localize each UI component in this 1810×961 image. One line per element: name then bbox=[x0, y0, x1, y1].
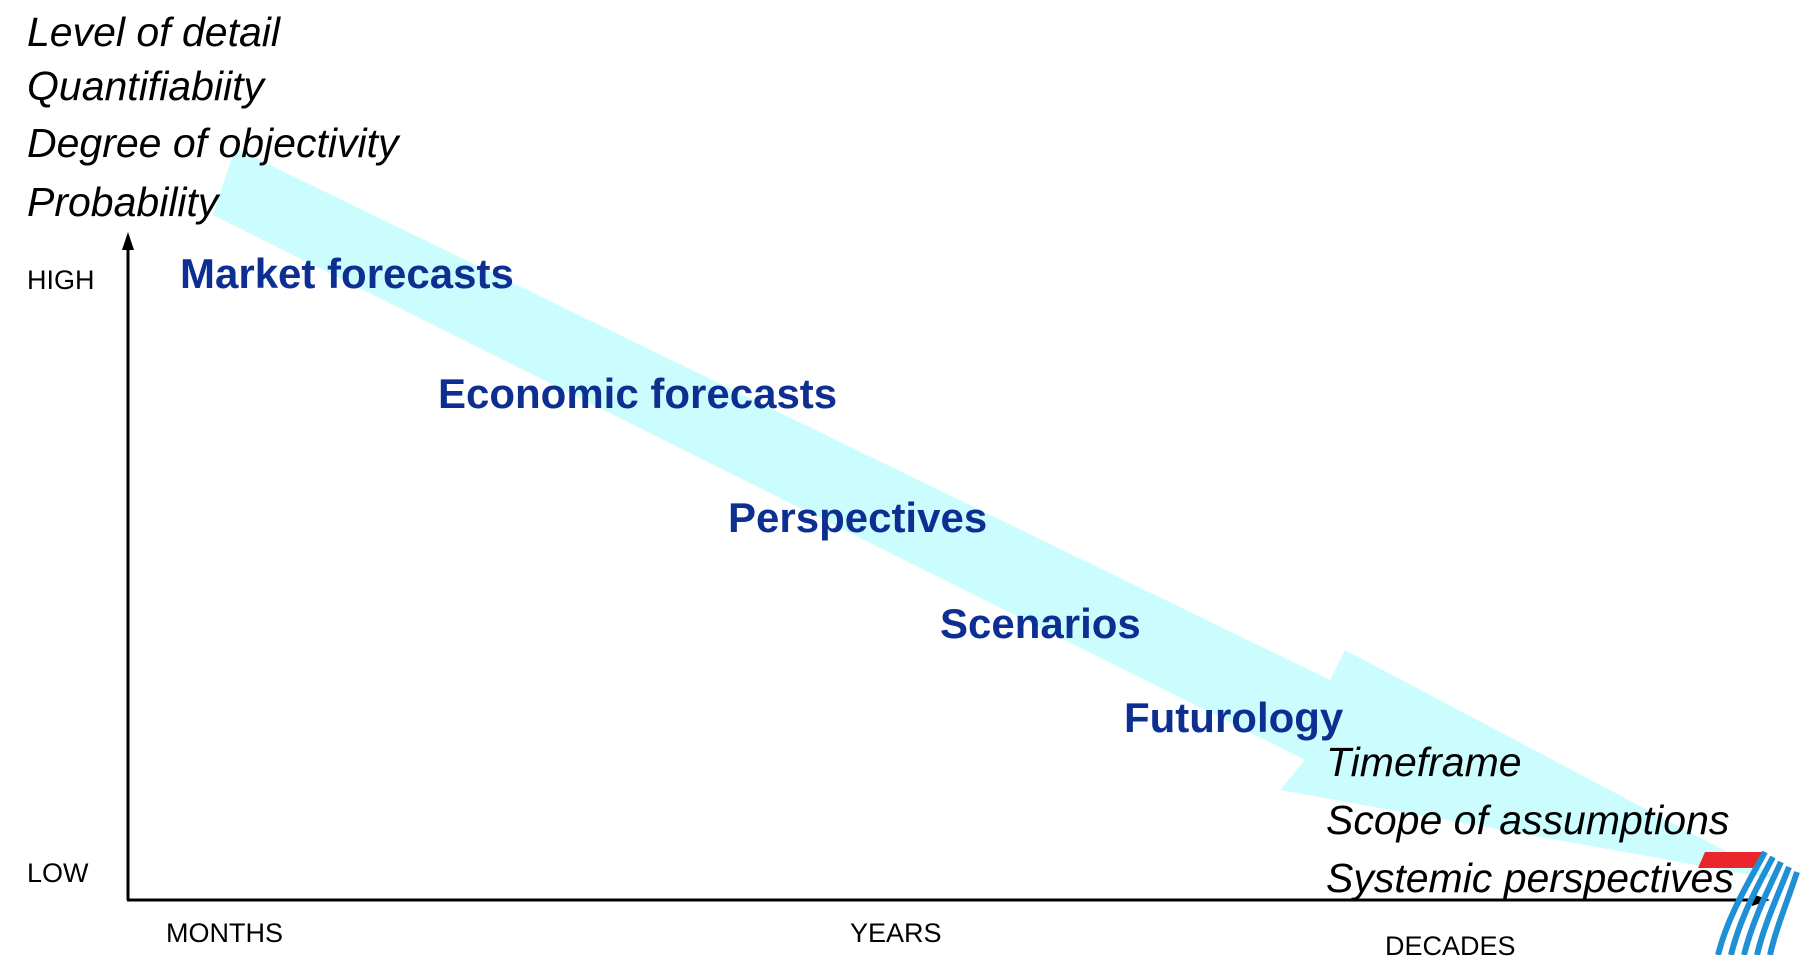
y-axis-low-label: LOW bbox=[27, 858, 89, 888]
method-perspectives: Perspectives bbox=[728, 494, 988, 541]
x-criterion-timeframe: Timeframe bbox=[1326, 739, 1522, 785]
y-axis-high-label: HIGH bbox=[27, 265, 95, 295]
y-criterion-objectivity: Degree of objectivity bbox=[27, 120, 399, 166]
fp7-logo-icon bbox=[1698, 850, 1800, 955]
y-criterion-quantifiability: Quantifiabiity bbox=[27, 63, 265, 109]
method-futurology: Futurology bbox=[1124, 694, 1344, 741]
method-scenarios: Scenarios bbox=[940, 600, 1141, 647]
x-criterion-scope-of-assumptions: Scope of assumptions bbox=[1326, 797, 1730, 843]
trend-arrow-band bbox=[213, 148, 1780, 880]
method-economic-forecasts: Economic forecasts bbox=[438, 370, 838, 417]
y-criterion-level-of-detail: Level of detail bbox=[27, 9, 281, 55]
x-tick-years: YEARS bbox=[850, 918, 942, 948]
x-criterion-systemic-perspectives: Systemic perspectives bbox=[1326, 855, 1734, 901]
x-tick-months: MONTHS bbox=[166, 918, 283, 948]
method-market-forecasts: Market forecasts bbox=[180, 250, 514, 297]
y-criterion-probability: Probability bbox=[27, 179, 219, 225]
y-axis-arrowhead bbox=[122, 232, 134, 250]
x-tick-decades: DECADES bbox=[1385, 931, 1516, 961]
